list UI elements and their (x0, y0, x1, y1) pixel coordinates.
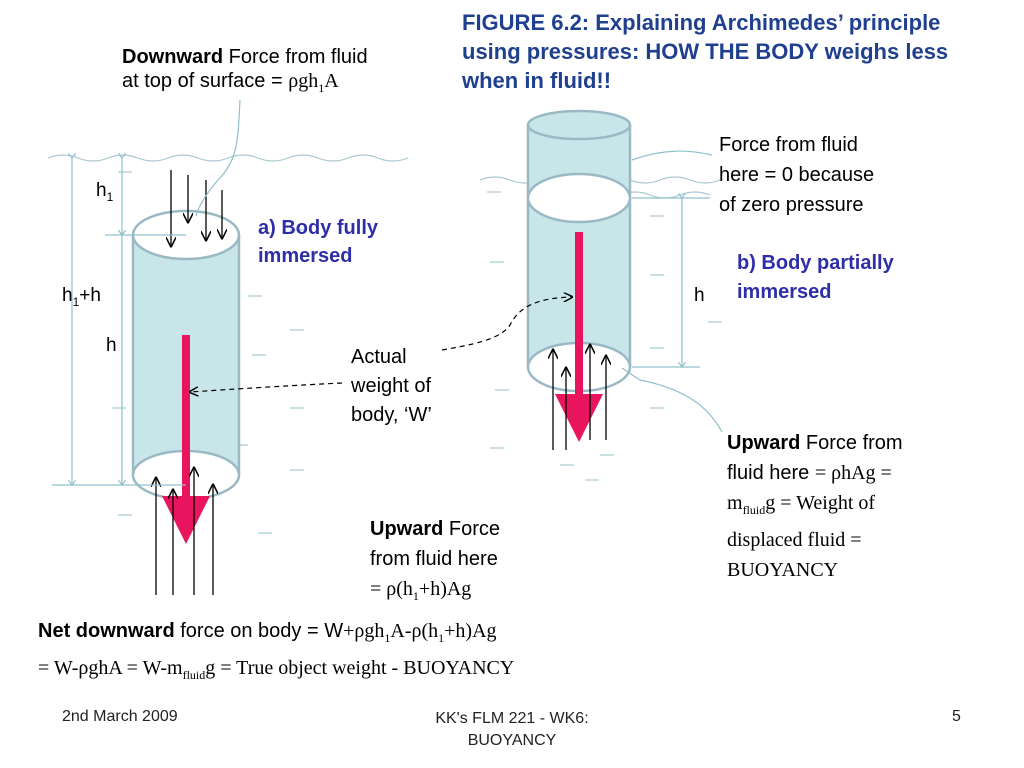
net-l2b: g = True object weight - BUOYANCY (205, 657, 515, 679)
downward-force-arrows (171, 170, 222, 246)
footer-center: KK's FLM 221 - WK6: BUOYANCY (400, 708, 624, 752)
upward-force-arrows-left (156, 468, 213, 595)
dim-h-left-label: h (106, 335, 117, 356)
downward-line2: at top of surface = (122, 70, 289, 92)
dim-h1h-a: h (62, 285, 73, 306)
actual-weight-label: Actual weight of body, ‘W’ (351, 343, 471, 430)
upward-force-mid-label: Upward Force from fluid here = ρ(h1+h)Ag (370, 514, 570, 611)
weight-pointer-arrows (190, 297, 572, 392)
upward-right-rest: Force from (800, 432, 903, 454)
downward-tail: A (324, 70, 339, 92)
net-sub2: 1 (438, 631, 445, 645)
upward-mid-l3sub: 1 (412, 589, 419, 603)
dim-h1: h (96, 180, 107, 201)
upward-force-right-label: Upward Force from fluid here = ρhAg = mf… (727, 428, 1017, 585)
downward-force-label: Downward Force from fluid at top of surf… (122, 45, 452, 100)
footer-center-line2: BUOYANCY (467, 732, 557, 749)
upward-right-bold: Upward (727, 432, 801, 454)
force-zero-line3: of zero pressure (719, 194, 864, 216)
dim-h1h-b: +h (79, 285, 101, 306)
dim-h1-sub: 1 (106, 189, 114, 204)
dim-h1-label: h1 (96, 180, 113, 204)
downward-sub: 1 (318, 81, 325, 95)
label-partially-immersed: b) Body partially immersed (737, 249, 967, 307)
upward-mid-l3a: = ρ(h (370, 578, 413, 600)
footer-date: 2nd March 2009 (62, 708, 178, 725)
dim-h1h-sub: 1 (72, 294, 80, 309)
footer-center-line1: KK's FLM 221 - WK6: (435, 710, 589, 727)
force-zero-line1: Force from fluid (719, 134, 858, 156)
net-bold: Net downward (38, 620, 175, 642)
net-formula-a: +ρgh (343, 620, 385, 642)
downward-bold: Downward (122, 46, 224, 68)
dim-h-right-label: h (694, 285, 705, 306)
label-fully-immersed: a) Body fully immersed (258, 214, 458, 270)
upward-right-l3b: g = Weight of (765, 492, 876, 514)
upward-right-l2a: fluid here (727, 462, 815, 484)
upward-right-l4: displaced fluid = (727, 529, 862, 551)
upward-force-arrows-right (553, 345, 606, 450)
label-b-line1: b) Body partially (737, 252, 894, 274)
upward-mid-l3b: +h)Ag (418, 578, 472, 600)
actual-weight-line3: body, ‘W’ (351, 404, 432, 426)
net-sub1: 1 (384, 631, 391, 645)
actual-weight-line1: Actual (351, 346, 407, 368)
dimension-lines (52, 158, 710, 485)
upward-mid-rest: Force (443, 518, 501, 540)
net-l2a: = W-ρghA = W-m (38, 657, 183, 679)
label-a-line1: a) Body fully (258, 217, 379, 239)
upward-right-l5: BUOYANCY (727, 559, 839, 581)
leader-lines (195, 99, 723, 433)
figure-title: FIGURE 6.2: Explaining Archimedes’ princ… (462, 10, 949, 93)
upward-mid-l2: from fluid here (370, 548, 498, 570)
net-l2sub: fluid (182, 668, 206, 682)
page-number: 5 (952, 708, 961, 725)
fluid-dashes (112, 171, 722, 534)
label-b-line2: immersed (737, 281, 832, 303)
upward-right-l2b: = ρhAg = (814, 462, 892, 484)
dim-h1-plus-h-label: h1+h (62, 285, 101, 309)
net-formula-c: +h)Ag (444, 620, 497, 642)
downward-formula: ρgh (288, 70, 319, 92)
label-a-line2: immersed (258, 245, 353, 267)
force-zero-line2: here = 0 because (719, 164, 875, 186)
net-downward-label: Net downward force on body = W+ρgh1A-ρ(h… (38, 616, 738, 690)
upward-mid-bold: Upward (370, 518, 444, 540)
upward-right-l3sub: fluid (742, 503, 766, 517)
actual-weight-line2: weight of (351, 375, 432, 397)
upward-right-l3a: m (727, 492, 743, 514)
net-formula-b: A-ρ(h (390, 620, 439, 642)
downward-rest: Force from fluid (223, 46, 368, 68)
net-w: W (324, 620, 344, 642)
net-rest: force on body = (174, 620, 325, 642)
force-zero-label: Force from fluid here = 0 because of zer… (719, 130, 949, 220)
